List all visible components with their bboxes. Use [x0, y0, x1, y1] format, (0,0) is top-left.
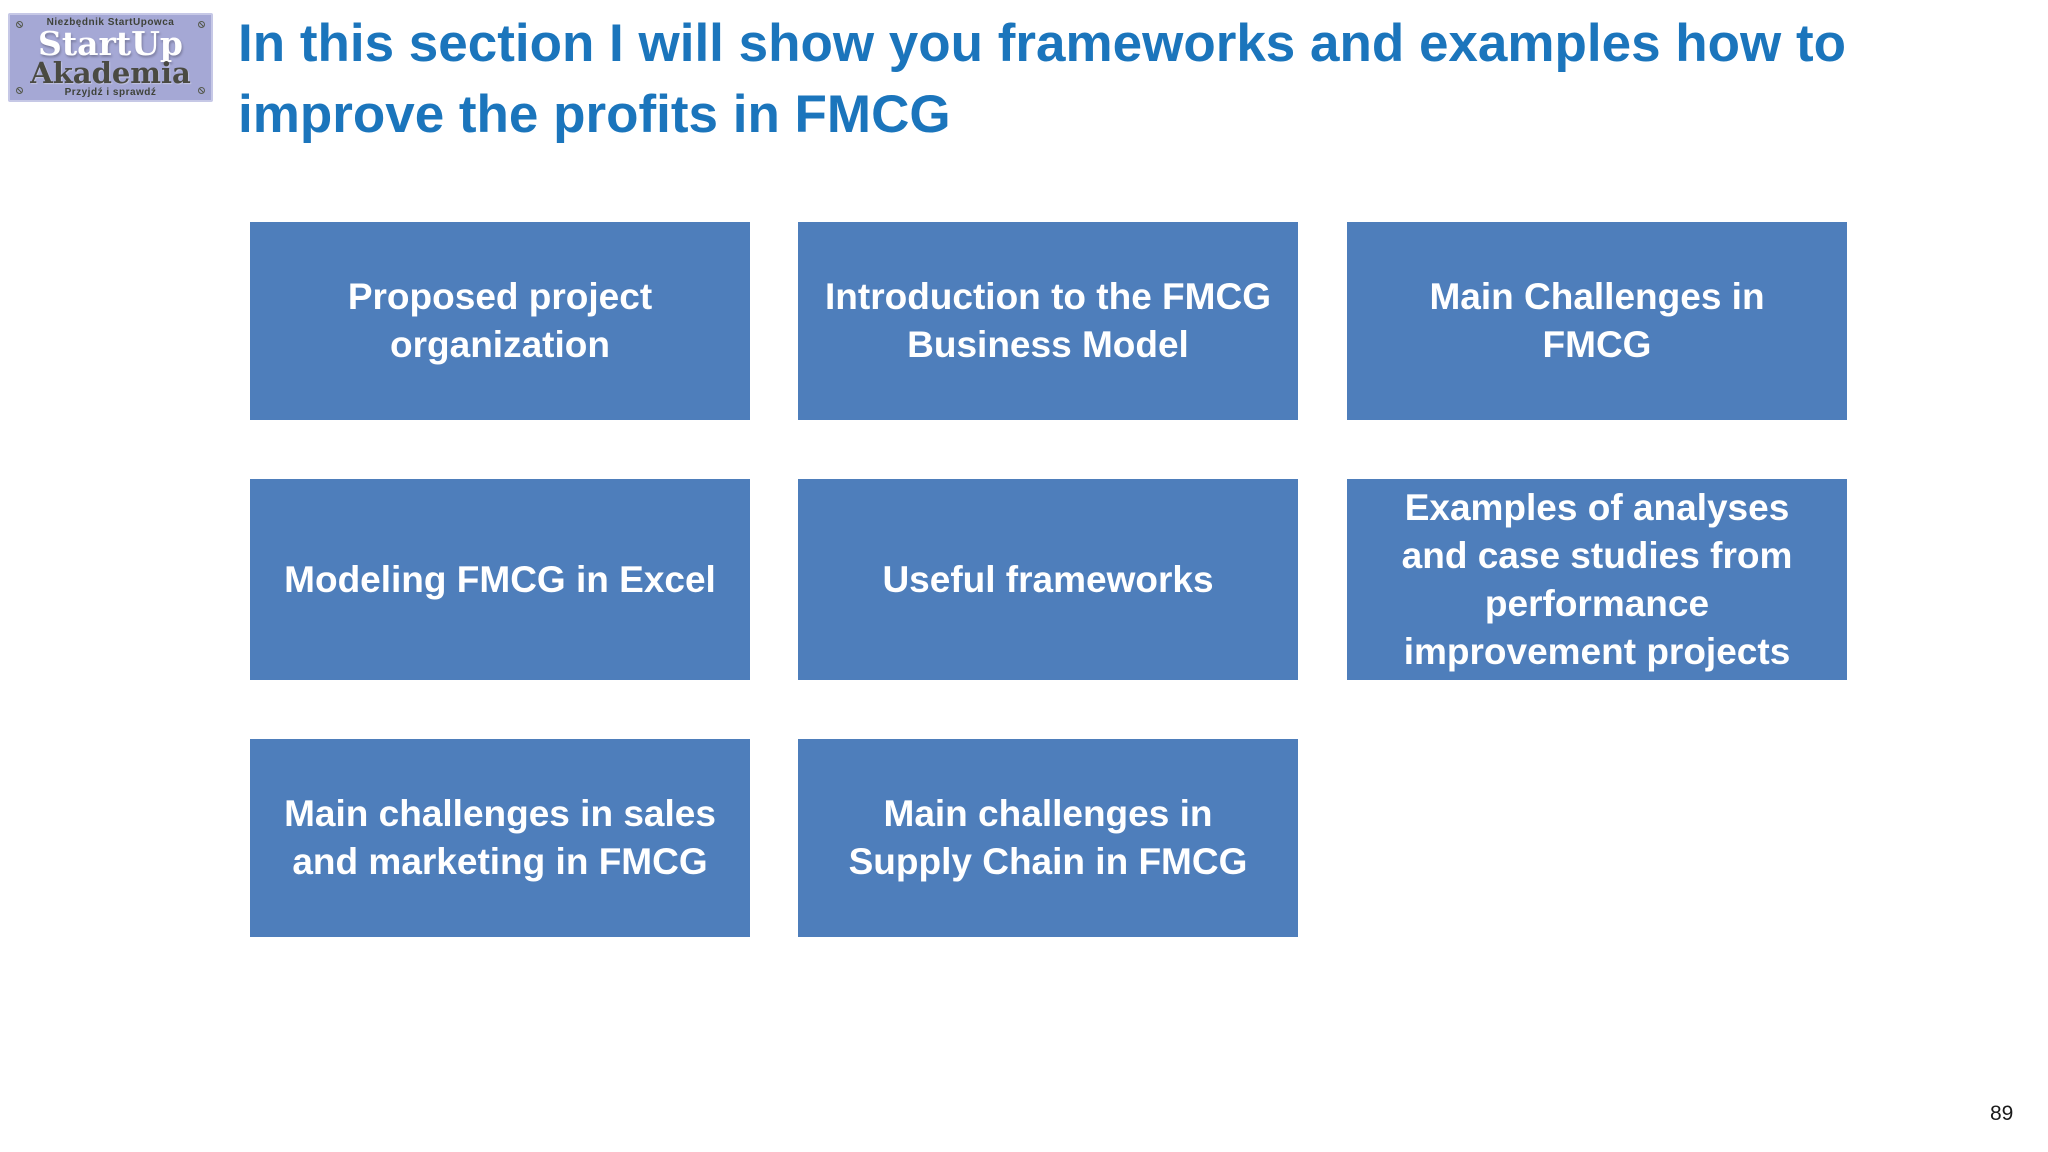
- slide-title: In this section I will show you framewor…: [238, 14, 1847, 144]
- box-main-challenges-fmcg: Main Challenges in FMCG: [1347, 222, 1847, 420]
- box-challenges-sales-marketing: Main challenges in sales and marketing i…: [250, 739, 750, 937]
- box-challenges-supply-chain: Main challenges in Supply Chain in FMCG: [798, 739, 1298, 937]
- box-introduction-fmcg-business-model: Introduction to the FMCG Business Model: [798, 222, 1298, 420]
- box-examples-analyses-case-studies: Examples of analyses and case studies fr…: [1347, 479, 1847, 680]
- page-number: 89: [1990, 1102, 2014, 1125]
- screw-icon: [16, 21, 23, 28]
- logo-tagline-bottom: Przyjdź i sprawdź: [64, 87, 157, 99]
- logo-name-line2: Akademia: [30, 55, 191, 90]
- screw-icon: [198, 87, 205, 94]
- box-proposed-project-organization: Proposed project organization: [250, 222, 750, 420]
- startup-akademia-logo: Niezbędnik StartUpowca StartUp Akademia …: [8, 13, 213, 102]
- box-useful-frameworks: Useful frameworks: [798, 479, 1298, 680]
- screw-icon: [16, 87, 23, 94]
- box-modeling-fmcg-excel: Modeling FMCG in Excel: [250, 479, 750, 680]
- logo-tagline-top: Niezbędnik StartUpowca: [46, 16, 175, 28]
- screw-icon: [198, 21, 205, 28]
- logo-name-line1: StartUp: [38, 23, 183, 63]
